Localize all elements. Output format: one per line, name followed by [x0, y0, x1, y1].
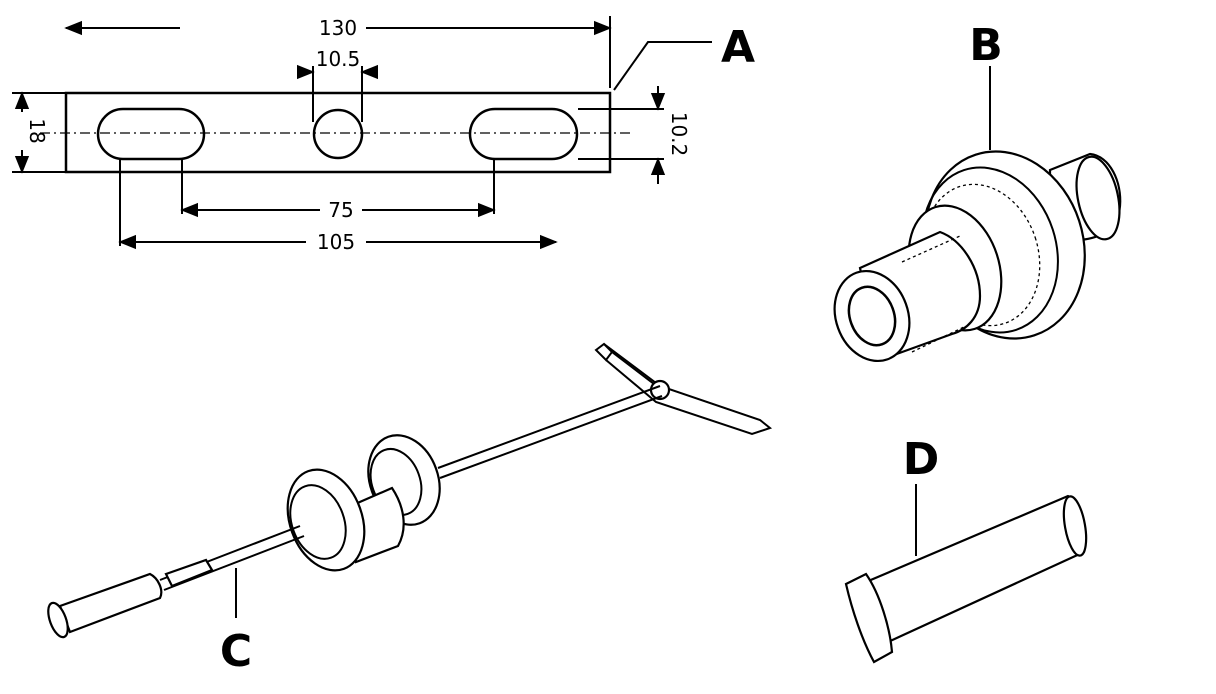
- dim-slot-width: 10.2: [578, 86, 691, 184]
- right-slot: [468, 107, 579, 161]
- bushing-b: B: [833, 20, 1122, 363]
- leader-a: [613, 41, 712, 91]
- drift-d: D: [844, 434, 1088, 664]
- dim-slot-width-label: 10.2: [667, 112, 691, 157]
- dim-hole: 10.5: [296, 47, 379, 122]
- dim-length: 130: [64, 16, 612, 88]
- hammer-collar: [164, 558, 214, 588]
- callout-a: A: [721, 22, 755, 73]
- left-slot: [96, 107, 206, 161]
- callout-c: C: [220, 626, 252, 677]
- hammer-grip-end: [47, 601, 69, 639]
- drift-end-face: [1062, 495, 1088, 557]
- callout-b: B: [969, 20, 1003, 71]
- drift-head: [844, 572, 894, 664]
- hammer-front-disk: [286, 468, 366, 572]
- dim-slot-spacing: 75: [180, 159, 496, 222]
- bushing-bore: [847, 285, 897, 347]
- dim-height: 18: [12, 91, 66, 174]
- dim-slot-spacing-label: 75: [328, 198, 353, 222]
- drift-body: [864, 494, 1087, 644]
- center-hole: [312, 108, 364, 160]
- handle-left-tip: [594, 342, 614, 362]
- dim-height-label: 18: [25, 118, 49, 143]
- hammer-grip: [58, 572, 163, 634]
- dim-length-label: 130: [319, 16, 357, 40]
- slide-hammer-c: C: [47, 342, 773, 677]
- dim-hole-label: 10.5: [316, 47, 361, 71]
- plate-a: 130 10.5 18 10.2: [12, 16, 755, 254]
- dim-slot-span-label: 105: [317, 230, 355, 254]
- callout-d: D: [903, 434, 940, 485]
- dim-slot-span: 105: [118, 159, 558, 254]
